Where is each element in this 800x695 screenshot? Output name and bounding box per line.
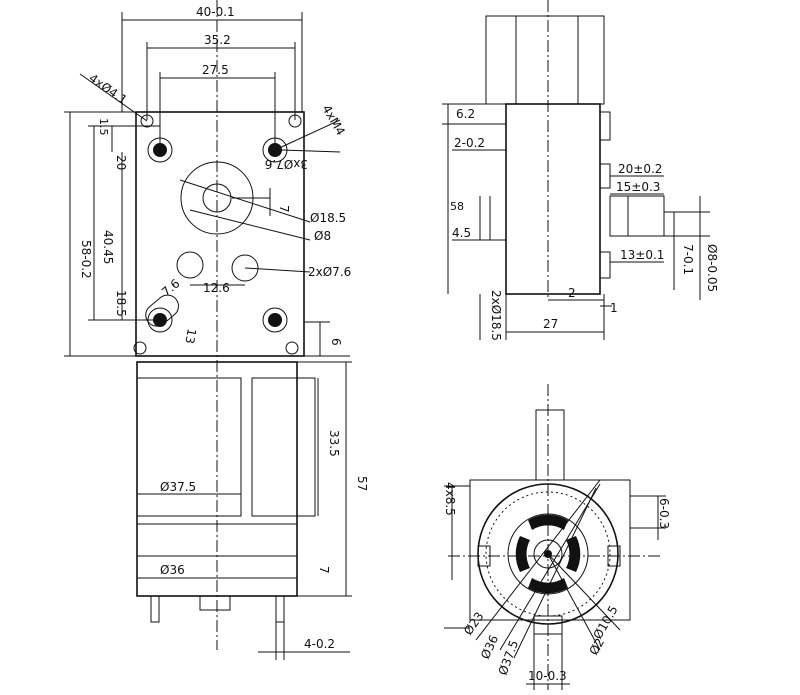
front-view: 40-0.1 35.2 27.5 58-0.2 40.45 1.5 20 18.… [64,0,369,660]
dim-slot-len: 13 [182,327,198,344]
tapped-hole [147,137,173,163]
tapped-hole-core [153,313,167,327]
dim-key-height: 7-0.1 [681,244,695,275]
end-inner-circle [507,513,589,595]
label-pin-holes: 3xØ7.6 [265,157,308,171]
dim-shaft-len: 20±0.2 [618,162,662,176]
dim-overall-height: 58-0.2 [79,240,93,279]
dim-d36: Ø36 [478,633,501,661]
dim-motor-inner-len: 33.5 [327,430,341,457]
dim-key-len: 13±0.1 [620,248,664,262]
label-side-holes: 2xØ7.6 [308,265,351,279]
side-hole [176,251,204,279]
dim-slot-center: 12.6 [203,281,230,295]
dim-gap-2: 1 [610,301,618,315]
dim-edge: 2-0.2 [454,136,485,150]
dim-height: 58 [450,200,464,213]
dim-shaft-dia: Ø8 [314,229,331,243]
dim-slots: 4x8.5 [443,482,457,516]
tapped-hole [147,307,173,333]
end-slot [528,578,568,594]
end-mid-circle [485,491,611,617]
mount-hole [288,114,302,128]
end-slot [515,536,530,572]
mount-hole [133,341,147,355]
dim-motor-len: 57 [355,476,369,491]
tapped-hole-core [153,143,167,157]
dim-d37: Ø37.5 [496,638,522,677]
dim-shaft-flat: 15±0.3 [616,180,660,194]
end-view: 4x8.5 6-0.3 Ø23 Ø36 Ø37.5 Ø2 Ø10.5 10-0.… [443,384,671,690]
gearbox-plate [135,111,305,357]
shaft-circle [202,183,232,213]
dim-terminal-spacing: 4-0.2 [304,637,335,651]
dim-flange-thickness: 6 [329,338,343,346]
mount-hole [285,341,299,355]
label-tapped-holes: 4xM4 [319,103,347,138]
dim-boss-dia: Ø18.5 [310,211,346,225]
side-hole [231,254,259,282]
dim-base-hole: 2xØ18.5 [489,290,503,341]
dim-end-width: 10-0.3 [528,669,567,683]
shaft-end [199,595,231,611]
end-housing [469,479,631,621]
end-shaft [535,409,565,481]
motor-panel-left [136,377,242,517]
mount-hole [140,114,154,128]
dim-bottom-offset: 18.5 [114,290,128,317]
side-view: 6.2 2-0.2 58 4.5 20±0.2 15±0.3 13±0.1 7-… [442,0,719,341]
end-slot [528,514,568,530]
side-top-cap [485,15,605,105]
dim-hole-row-2: 40.45 [101,230,115,264]
side-body [505,103,601,295]
dim-side-shaft-dia: Ø8-0.05 [705,244,719,292]
dim-width-overall: 40-0.1 [196,5,235,19]
tapped-hole-core [268,313,282,327]
dim-gap-1: 2 [568,286,576,300]
dim-motor-cap-dia: Ø36 [160,563,185,577]
side-shaft [609,195,665,237]
angled-slot [145,294,179,327]
dim-bottom-step: 4.5 [452,226,471,240]
tapped-hole [262,307,288,333]
dim-hole-spacing-outer: 35.2 [204,33,231,47]
label-mount-holes: 4xØ4.1 [86,71,129,107]
dim-d105: Ø10.5 [590,603,620,641]
terminal-right [275,595,285,623]
dim-cap-height: 7 [317,566,331,574]
dim-depth: 27 [543,317,558,331]
dim-d23: Ø23 [461,609,487,637]
end-slot [566,536,581,572]
dim-offset: 6-0.3 [657,498,671,529]
dim-motor-dia: Ø37.5 [160,480,196,494]
dim-hole-row-1: 20 [114,155,128,170]
dim-shaft-offset: 7 [277,205,291,213]
motor-panel-right [251,377,316,517]
terminal-left [150,595,160,623]
dim-hole-spacing-inner: 27.5 [202,63,229,77]
end-hub [533,539,563,569]
dim-top-offset: 1.5 [97,118,110,136]
dim-top-step: 6.2 [456,107,475,121]
